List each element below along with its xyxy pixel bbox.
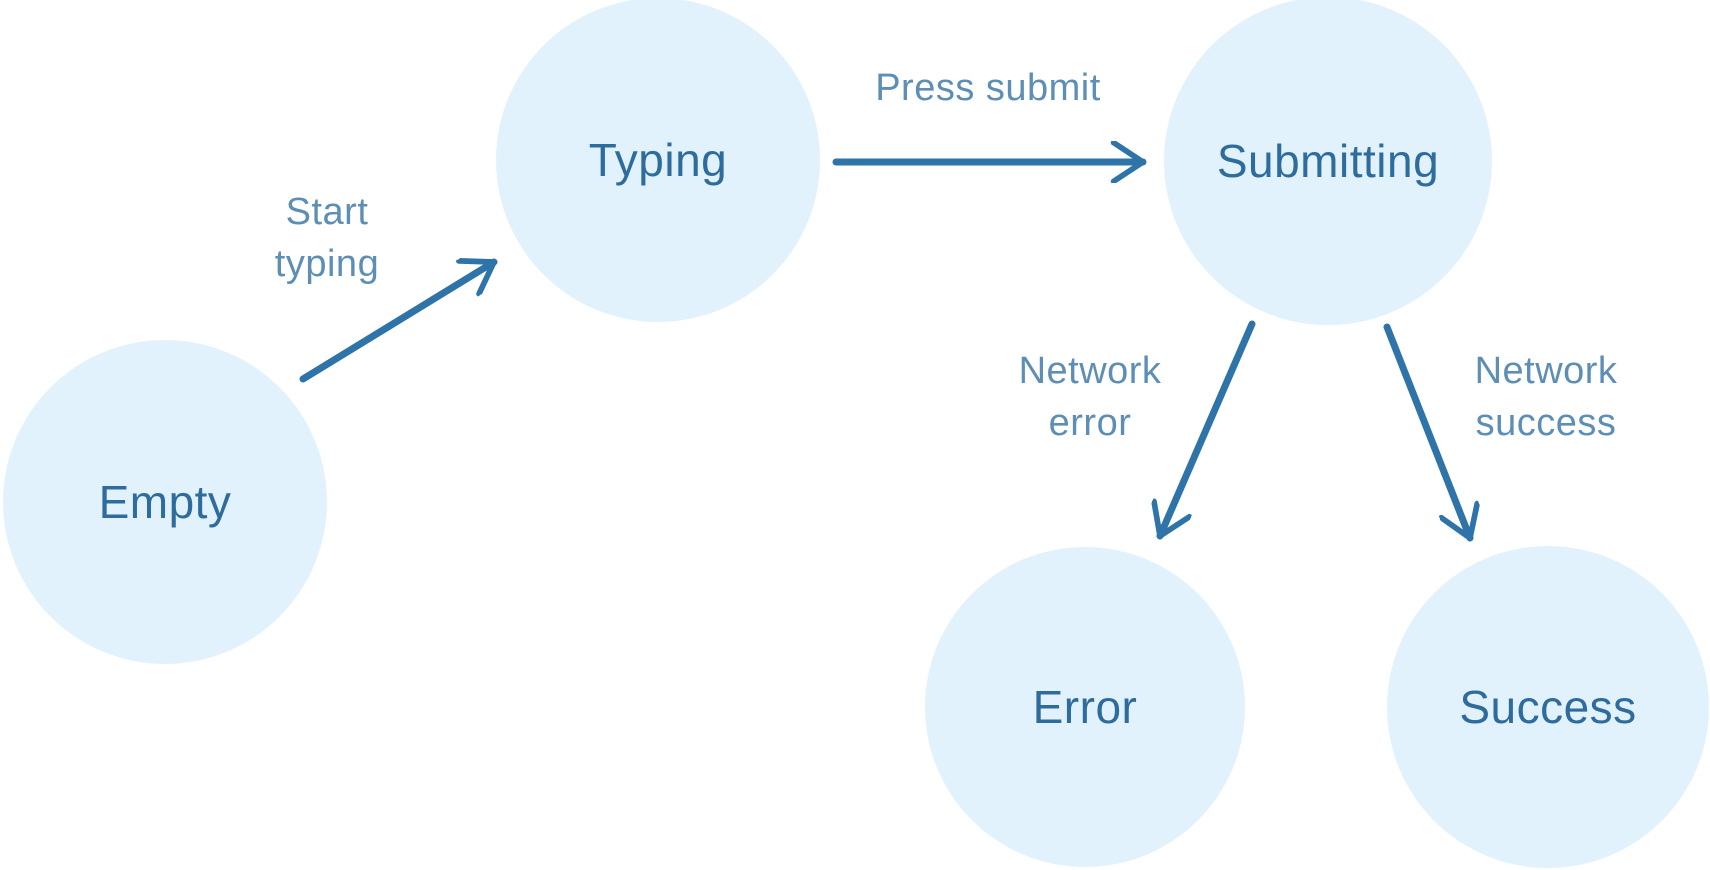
transition-label-network-error: Network error — [1019, 345, 1162, 449]
transition-label-line: success — [1475, 402, 1617, 444]
state-label-success: Success — [1459, 681, 1637, 733]
transition-label-network-success: Network success — [1475, 345, 1618, 449]
transition-label-press-submit: Press submit — [875, 62, 1101, 114]
transition-label-line: typing — [274, 243, 380, 285]
transition-label-line: Network — [1018, 350, 1162, 392]
transition-label-line: Start — [285, 191, 369, 233]
state-node-empty: Empty — [3, 340, 327, 664]
state-node-error: Error — [925, 547, 1245, 867]
arrow-submitting-to-success — [1383, 323, 1470, 542]
state-label-error: Error — [1032, 681, 1138, 733]
state-node-typing: Typing — [496, 0, 820, 322]
state-label-empty: Empty — [98, 476, 232, 528]
state-label-submitting: Submitting — [1216, 135, 1440, 187]
transition-label-line: error — [1048, 402, 1132, 444]
transition-label-line: Network — [1474, 350, 1618, 392]
transition-label-line: Press submit — [875, 67, 1101, 109]
state-label-typing: Typing — [588, 134, 728, 186]
state-node-success: Success — [1387, 546, 1709, 868]
state-node-submitting: Submitting — [1164, 0, 1492, 325]
arrow-submitting-to-error — [1160, 320, 1256, 540]
transition-label-start-typing: Start typing — [275, 186, 379, 290]
